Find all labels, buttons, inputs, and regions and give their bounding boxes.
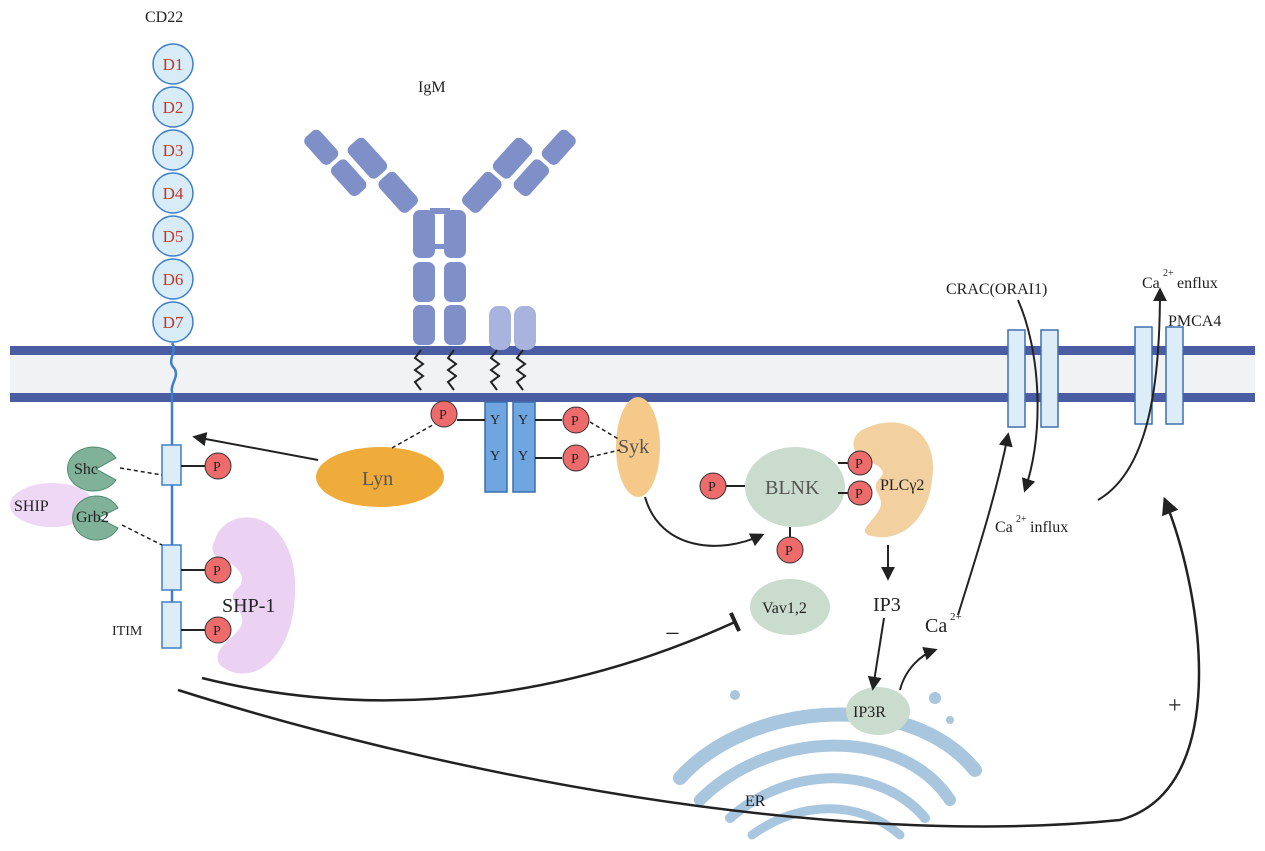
cd22-domain-d3: D3 — [152, 129, 194, 171]
shc-label: Shc — [74, 461, 98, 478]
vav-label: Vav1,2 — [762, 600, 807, 617]
svg-text:Ca: Ca — [925, 615, 947, 637]
cd22-domain-label: D1 — [163, 55, 184, 74]
plcg2: PLCγ2 — [853, 422, 934, 538]
svg-text:Ca: Ca — [995, 519, 1013, 536]
cd22-domain-d2: D2 — [152, 86, 194, 128]
svg-text:2+: 2+ — [1016, 514, 1027, 525]
svg-text:P: P — [785, 544, 793, 559]
svg-text:P: P — [855, 457, 863, 472]
ca-enflux-label: Ca 2+ enflux — [1142, 268, 1218, 292]
phospho-blnk-bottom: P — [776, 536, 804, 564]
phospho-cd22-2: P — [204, 556, 232, 584]
phospho-cd22-3: P — [204, 616, 232, 644]
tyr-label: Y — [518, 413, 528, 428]
phospho-blnk-left: P — [699, 472, 727, 500]
lyn-label: Lyn — [362, 468, 393, 490]
svg-text:P: P — [708, 480, 716, 495]
svg-text:enflux: enflux — [1177, 275, 1218, 292]
ip3r-label: IP3R — [853, 704, 886, 721]
svg-text:Ca: Ca — [1142, 275, 1160, 292]
cd22-domain-d1: D1 — [152, 43, 194, 85]
tyr-label: Y — [518, 449, 528, 464]
cd22-domain-label: D5 — [163, 227, 184, 246]
cd22-domain-label: D6 — [163, 270, 184, 289]
phospho-itam-2: P — [562, 444, 590, 472]
tyr-label: Y — [490, 449, 500, 464]
vav-protein: Vav1,2 — [750, 579, 830, 635]
blnk-adaptor: BLNK — [726, 447, 850, 540]
cd22-domain-d5: D5 — [152, 215, 194, 257]
plasma-membrane — [10, 346, 1255, 402]
cd22-domain-label: D4 — [163, 184, 184, 203]
svg-text:P: P — [571, 414, 579, 429]
syk-label: Syk — [618, 436, 649, 458]
crac-label: CRAC(ORAI1) — [946, 281, 1047, 298]
svg-text:2+: 2+ — [950, 611, 962, 623]
svg-text:P: P — [571, 452, 579, 467]
cd22-domain-label: D2 — [163, 98, 184, 117]
pmca4-label: PMCA4 — [1168, 313, 1221, 330]
cd22-label: CD22 — [145, 9, 183, 26]
grb2-label: Grb2 — [76, 509, 109, 526]
svg-text:P: P — [213, 624, 221, 639]
shp1-label: SHP-1 — [222, 595, 275, 617]
activation-sign: + — [1168, 693, 1182, 719]
cd22-domain-label: D3 — [163, 141, 184, 160]
phospho-cd22-1: P — [204, 452, 232, 480]
phospho-lyn-site: P — [430, 400, 458, 428]
igm-bcr: IgM — [304, 79, 576, 493]
phospho-plcg2-1: P — [847, 450, 873, 476]
ip3-label: IP3 — [873, 594, 901, 616]
itim-label: ITIM — [112, 624, 143, 639]
igm-label: IgM — [418, 79, 446, 96]
tyr-label: Y — [490, 413, 500, 428]
ca-label: Ca 2+ — [925, 611, 962, 637]
plcg2-label: PLCγ2 — [880, 477, 924, 494]
svg-text:2+: 2+ — [1163, 268, 1174, 279]
cd22-domain-d4: D4 — [152, 172, 194, 214]
cd22-domain-d6: D6 — [152, 258, 194, 300]
crac-orai1-channel: CRAC(ORAI1) — [946, 281, 1059, 493]
phospho-sites: P P P P P P P P P P — [204, 400, 873, 644]
lyn-kinase: Lyn — [192, 421, 444, 507]
er-label: ER — [745, 793, 766, 810]
ship-grb2-shc-complex: SHIP Grb2 Shc — [10, 446, 163, 546]
ip3r-channel: IP3R — [846, 687, 910, 735]
ship-label: SHIP — [14, 498, 49, 515]
syk-kinase: Syk — [589, 397, 765, 547]
pmca4-pump: PMCA4 — [1097, 287, 1221, 501]
cd22-domain-d7: D7 — [152, 301, 194, 343]
phospho-itam-1: P — [562, 406, 590, 434]
phospho-plcg2-2: P — [847, 480, 873, 506]
shp1-phosphatase: SHP-1 — [212, 517, 296, 674]
ca-influx-label: Ca 2+ influx — [995, 514, 1068, 536]
cd22-domain-label: D7 — [163, 313, 184, 332]
svg-text:P: P — [213, 460, 221, 475]
blnk-label: BLNK — [765, 477, 820, 499]
svg-text:P: P — [213, 564, 221, 579]
inhibition-sign: − — [665, 619, 680, 648]
svg-text:P: P — [439, 408, 447, 423]
endoplasmic-reticulum: ER — [673, 690, 982, 840]
svg-text:influx: influx — [1030, 519, 1068, 536]
svg-text:P: P — [855, 487, 863, 502]
